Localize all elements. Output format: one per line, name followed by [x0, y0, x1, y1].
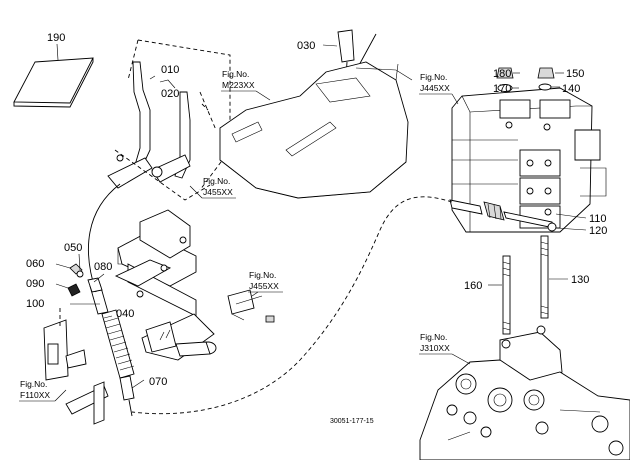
fig-ref-code: J455XX — [249, 281, 279, 291]
fig-ref-code: F110XX — [20, 390, 50, 400]
part-number: 060 — [26, 258, 44, 270]
part-190-manual — [13, 43, 94, 108]
cable-route — [131, 196, 453, 415]
fig-ref-label: Fig.No. — [420, 332, 447, 342]
lever-assembly — [107, 39, 231, 201]
fig-ref-code: M223XX — [222, 80, 255, 90]
part-number: 120 — [589, 225, 607, 237]
part-number: 040 — [116, 308, 134, 320]
rods — [488, 235, 568, 335]
fig-ref-j455-upper: Fig.No. J455XX — [189, 176, 236, 199]
part-number: 110 — [589, 213, 607, 225]
lower-linkage — [141, 313, 217, 361]
fig-ref-f110: Fig.No. F110XX — [19, 379, 67, 402]
part-number: 100 — [26, 298, 44, 310]
part-labels: 190 010 020 030 180 170 150 140 110 120 … — [26, 32, 607, 388]
part-number: 030 — [297, 40, 315, 52]
fig-ref-m223: Fig.No. M223XX — [221, 69, 271, 101]
fig-ref-code: J310XX — [420, 343, 450, 353]
part-number: 050 — [64, 242, 82, 254]
part-030-shift-cover — [199, 29, 413, 199]
part-number: 010 — [161, 64, 179, 76]
valve-hardware — [496, 67, 564, 92]
transmission-case — [419, 325, 630, 461]
cable-end — [449, 199, 587, 232]
part-number: 160 — [464, 280, 482, 292]
part-number: 150 — [566, 68, 584, 80]
small-fasteners — [55, 253, 105, 297]
part-number: 080 — [94, 261, 112, 273]
part-number: 180 — [493, 68, 511, 80]
figure-references: Fig.No. M223XX Fig.No. J455XX Fig.No. J4… — [19, 69, 471, 402]
left-mount-plate — [43, 308, 109, 425]
fig-ref-label: Fig.No. — [420, 72, 447, 82]
fig-ref-j455-lower: Fig.No. J455XX — [248, 270, 283, 293]
part-number: 090 — [26, 278, 44, 290]
fig-ref-j445: Fig.No. J445XX — [419, 72, 459, 105]
part-number: 130 — [571, 274, 589, 286]
drawing-code: 30051-177-15 — [330, 418, 374, 425]
part-number: 020 — [161, 88, 179, 100]
fig-ref-label: Fig.No. — [222, 69, 249, 79]
part-number: 190 — [47, 32, 65, 44]
control-valve — [451, 87, 607, 233]
fig-ref-code: J445XX — [420, 83, 450, 93]
console-bracket — [114, 209, 275, 323]
fig-ref-label: Fig.No. — [20, 379, 47, 389]
part-number: 140 — [562, 83, 580, 95]
fig-ref-label: Fig.No. — [203, 176, 230, 186]
part-number: 070 — [149, 376, 167, 388]
fig-ref-code: J455XX — [203, 187, 233, 197]
fig-ref-label: Fig.No. — [249, 270, 276, 280]
part-number: 170 — [493, 83, 511, 95]
fig-ref-j310: Fig.No. J310XX — [419, 332, 471, 365]
part-040-cable — [70, 183, 145, 417]
